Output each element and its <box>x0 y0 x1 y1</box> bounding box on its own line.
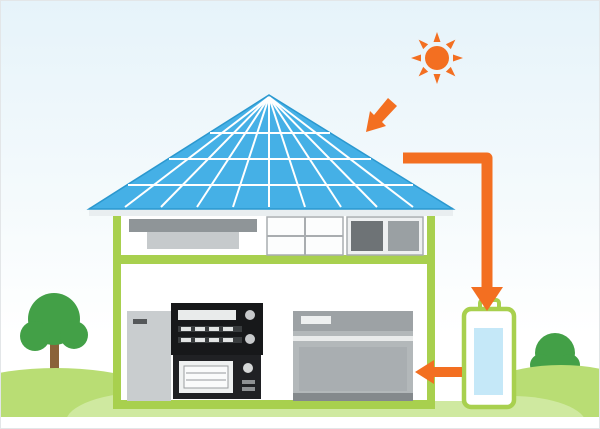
roof-eave <box>89 207 453 216</box>
window-right-pane-gray <box>388 221 419 251</box>
stereo-button <box>223 338 233 342</box>
stereo-icon <box>171 303 263 355</box>
battery-icon <box>461 298 517 410</box>
battery-charge-level <box>474 328 503 395</box>
foliage-circle <box>60 321 88 349</box>
first-floor-appliances <box>127 303 413 401</box>
frame-right <box>427 207 435 409</box>
house-frame <box>113 207 435 409</box>
foliage-circle <box>20 321 50 351</box>
tree-left-foliage <box>20 293 88 351</box>
window-right-pane-dark <box>351 221 383 251</box>
stereo-button <box>181 327 191 331</box>
panel-grid-line <box>268 96 306 208</box>
sun-ray <box>418 66 429 77</box>
stereo-knob-bottom <box>245 334 255 344</box>
stereo-button <box>209 338 219 342</box>
cabinet-handle <box>133 319 147 324</box>
panel-grid-line <box>160 96 270 208</box>
panel-grid-line <box>268 96 342 208</box>
vent-hood-icon <box>129 219 257 249</box>
frame-bottom <box>113 400 435 409</box>
microwave-icon <box>173 355 261 399</box>
dishwasher-door <box>299 347 407 391</box>
sun-ray <box>445 39 456 50</box>
dishwasher-icon <box>293 311 413 401</box>
vent-hood-top <box>129 219 257 232</box>
sun-ray <box>433 32 441 42</box>
sun-ray <box>453 54 463 62</box>
arrow-roof-to-battery-shaft <box>403 152 493 289</box>
microwave-knob <box>243 363 253 373</box>
stereo-button <box>181 338 191 342</box>
arrow-roof-to-battery-head <box>471 287 503 311</box>
house <box>89 207 453 409</box>
sun-core <box>425 46 449 70</box>
solar-roof-icon <box>86 94 456 210</box>
cabinet-body <box>127 311 171 401</box>
stereo-knob-top <box>245 310 255 320</box>
frame-left <box>113 207 121 409</box>
stereo-display <box>178 310 236 320</box>
stereo-button <box>195 338 205 342</box>
stereo-button <box>209 327 219 331</box>
solar-panel-grid <box>124 96 414 208</box>
microwave-button <box>242 387 255 391</box>
window-left-icon <box>266 216 344 256</box>
cabinet-icon <box>127 311 171 401</box>
panel-grid-line <box>268 96 378 208</box>
stereo-button <box>223 327 233 331</box>
sun-ray <box>418 39 429 50</box>
arrow-sun-to-roof-icon <box>366 98 397 132</box>
bottom-margin <box>1 417 599 428</box>
second-floor <box>129 216 424 256</box>
panel-grid-line <box>232 96 270 208</box>
microwave-button <box>242 380 255 384</box>
energy-flow-arrows <box>366 98 503 384</box>
window-right-icon <box>346 216 424 256</box>
vent-hood-body <box>147 232 239 249</box>
panel-grid-line <box>196 96 270 208</box>
sun-ray <box>433 74 441 84</box>
stereo-button <box>195 327 205 331</box>
panel-grid-line <box>268 96 414 208</box>
dishwasher-base <box>293 393 413 401</box>
panel-grid-line <box>124 96 270 208</box>
sun-ray <box>445 66 456 77</box>
dishwasher-handle-line <box>293 336 413 341</box>
frame-mid-band <box>113 255 435 264</box>
arrow-roof-to-battery-icon <box>403 152 503 311</box>
dishwasher-display <box>301 316 331 324</box>
arrow-battery-to-appliances-icon <box>415 360 462 384</box>
sun-ray <box>411 54 421 62</box>
microwave-door-window <box>183 365 229 389</box>
roof-panel-surface <box>86 94 456 210</box>
sun-icon <box>411 32 463 84</box>
